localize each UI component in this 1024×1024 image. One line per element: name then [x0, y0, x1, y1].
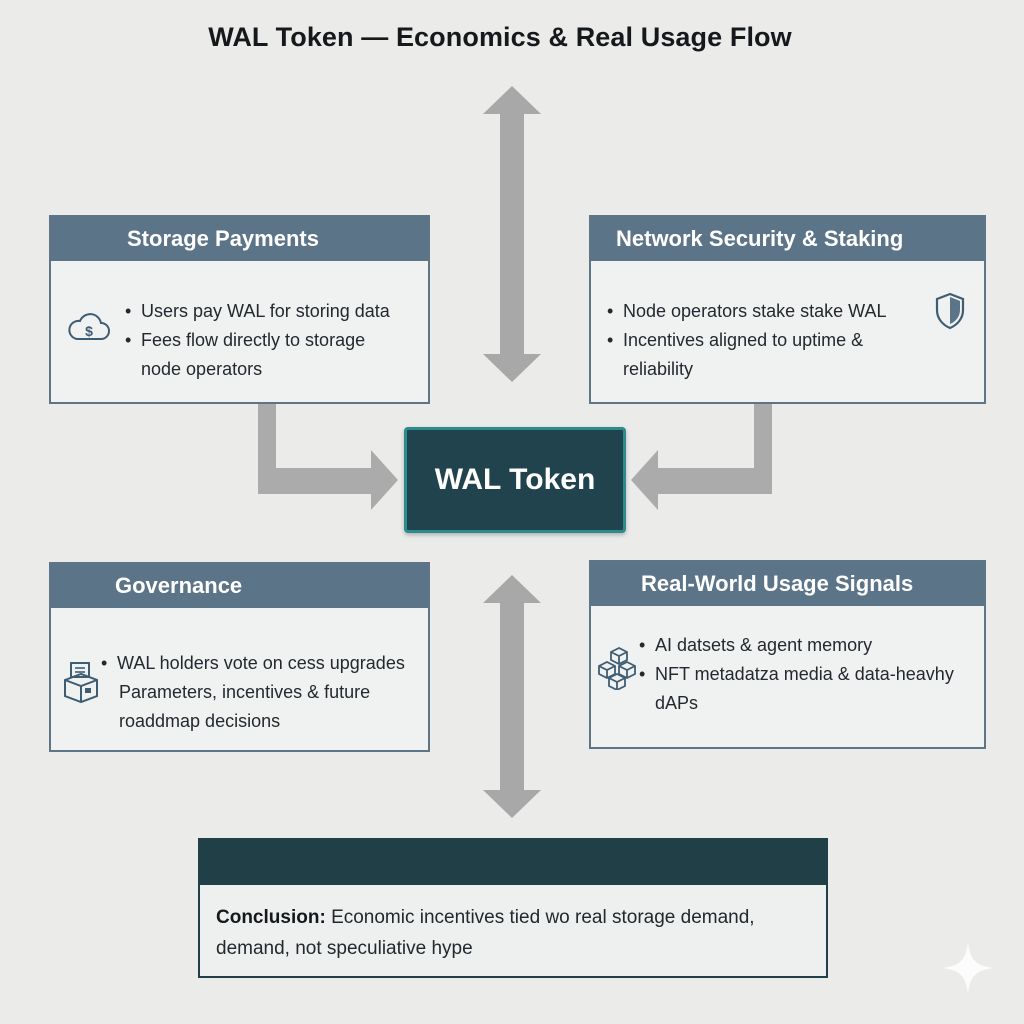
list-item: •Incentives aligned to uptime &: [607, 330, 864, 350]
card-title: Network Security & Staking: [591, 217, 984, 261]
sparkle-icon: [942, 942, 994, 994]
list-item: •AI datsets & agent memory: [639, 635, 873, 655]
list-item: •NFT metadatza media & data-heavhy: [639, 664, 954, 684]
cloud-dollar-icon: $: [68, 313, 110, 340]
bottom-double-arrow: [483, 575, 541, 818]
list-item: •WAL holders vote on cess upgrades: [101, 653, 405, 673]
governance-card: Governance •WAL holders vote on cess upg…: [49, 562, 430, 752]
conclusion-text: Conclusion: Economic incentives tied wo …: [216, 902, 816, 964]
list-item: •Node operators stake stake WAL: [607, 301, 887, 321]
conclusion-line-1: Economic incentives tied wo real storage…: [331, 907, 755, 928]
list-item-continuation: reliability: [623, 359, 694, 379]
list-item-continuation: node operators: [141, 359, 263, 379]
svg-text:$: $: [85, 323, 93, 339]
network-security-card: Network Security & Staking •Node operato…: [589, 215, 986, 404]
cubes-icon: [598, 646, 636, 690]
usage-signals-card: Real-World Usage Signals •AI datsets & a…: [589, 560, 986, 749]
conclusion-header-bar: [200, 840, 826, 885]
list-item-continuation: Parameters, incentives & future: [119, 682, 371, 702]
card-title: Governance: [51, 564, 428, 608]
list-item: •Users pay WAL for storing data: [125, 301, 390, 321]
list-item: •Fees flow directly to storage: [125, 330, 366, 350]
top-double-arrow: [483, 86, 541, 382]
list-item-continuation: dAPs: [655, 693, 699, 713]
conclusion-line-2: demand, not speculiative hype: [216, 938, 473, 959]
right-elbow-arrow: [631, 403, 772, 510]
storage-payments-card: Storage Payments $ •Users pay WAL for st…: [49, 215, 430, 404]
conclusion-box: Conclusion: Economic incentives tied wo …: [198, 838, 828, 978]
diagram-title: WAL Token — Economics & Real Usage Flow: [208, 22, 792, 52]
ballot-box-icon: [64, 662, 98, 704]
conclusion-label: Conclusion:: [216, 907, 326, 928]
card-title: Real-World Usage Signals: [591, 562, 984, 606]
list-item-continuation: roaddmap decisions: [119, 711, 281, 731]
shield-icon: [935, 292, 965, 330]
card-title: Storage Payments: [51, 217, 428, 261]
wal-token-node: WAL Token: [404, 427, 626, 533]
left-elbow-arrow: [258, 403, 398, 510]
